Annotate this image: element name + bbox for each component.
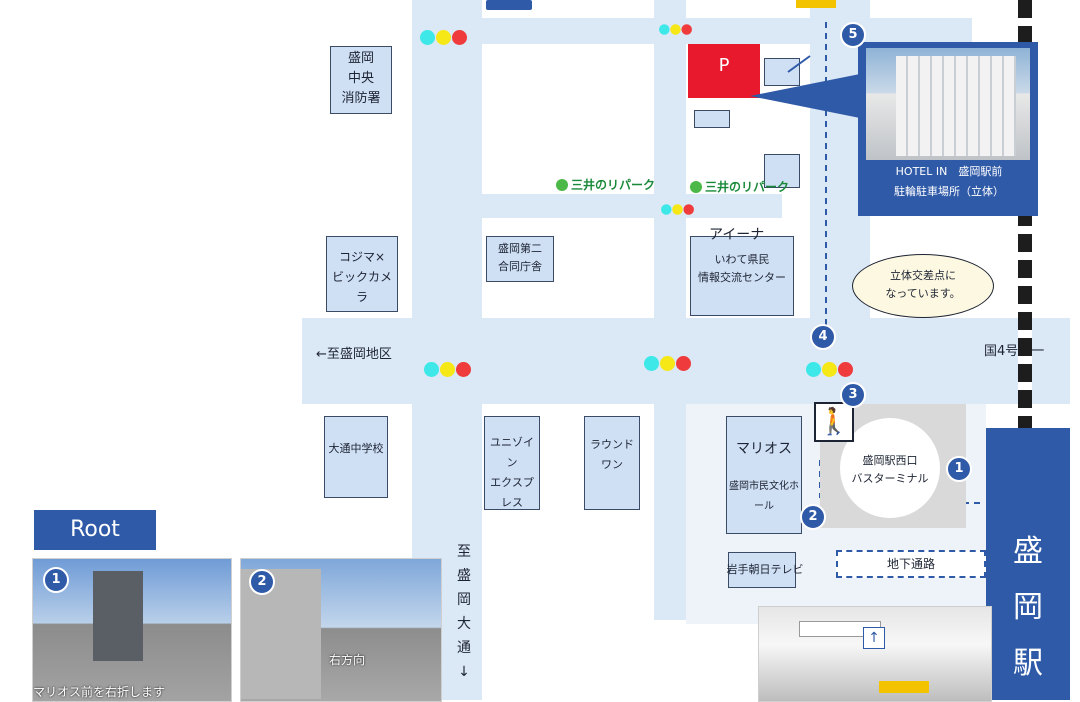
photo-1-marker: 1 <box>43 567 69 593</box>
building-fire-station: 盛岡 中央 消防署 <box>330 46 392 114</box>
repark-2-label: 三井のリパーク <box>705 180 790 194</box>
parking-label: P <box>718 55 730 76</box>
building-round1: ラウンドワン <box>584 416 640 510</box>
repark-2: 三井のリパーク <box>690 178 789 195</box>
marker-2[interactable]: 2 <box>800 504 826 530</box>
building-aina: アイーナ いわて県民 情報交流センター <box>690 227 794 316</box>
traffic-signal <box>661 204 694 215</box>
station-block: 盛 岡 駅 <box>986 428 1070 700</box>
daiichi-label: 大通中学校 <box>328 442 384 455</box>
photo-1-caption: マリオス前を右折します <box>33 685 166 699</box>
underground-label: 地下通路 <box>886 557 935 571</box>
speech-bubble: 立体交差点に なっています。 <box>852 254 994 318</box>
building-iwate-tv: 岩手朝日テレビ <box>727 552 804 588</box>
pedestrian-icon: 🚶 <box>814 402 854 442</box>
office-label: 盛岡第二 合同庁舎 <box>498 242 542 273</box>
kojima-label: コジマ× ビックカメラ <box>331 250 392 304</box>
top-yellow-sign <box>796 0 836 8</box>
traffic-signal <box>420 30 467 45</box>
repark-icon <box>690 180 702 193</box>
photo-building <box>93 571 143 661</box>
photo-3-sign-yellow <box>879 681 929 693</box>
hotel-photo <box>866 48 1030 160</box>
photo-2-marker: 2 <box>249 569 275 595</box>
road-vertical-label: 至盛岡大通↓ <box>457 544 471 680</box>
road-horizontal-top <box>412 18 972 44</box>
route-title: Root <box>34 510 156 550</box>
route-photo-3[interactable]: ↑ <box>758 606 992 702</box>
aina-sub-label: いわて県民 情報交流センター <box>698 253 786 284</box>
hotel-caption: HOTEL IN 盛岡駅前 駐輪駐車場所（立体） <box>894 165 1004 198</box>
marker-5[interactable]: 5 <box>840 22 866 48</box>
repark-1-label: 三井のリパーク <box>571 178 656 192</box>
aina-label: アイーナ <box>709 227 765 243</box>
building-office: 盛岡第二 合同庁舎 <box>486 236 554 282</box>
building-small-2 <box>694 110 730 128</box>
bus-terminal-label: 盛岡駅西口 バスターミナル <box>851 454 929 485</box>
building-small-3 <box>764 154 800 188</box>
bubble-text: 立体交差点に なっています。 <box>885 269 961 300</box>
marker-3[interactable]: 3 <box>840 382 866 408</box>
building-kojima: コジマ× ビックカメラ <box>326 236 398 312</box>
traffic-signal <box>806 362 853 377</box>
station-label: 盛 岡 駅 <box>1013 534 1043 681</box>
building-marios: マリオス 盛岡市民文化ホール <box>726 416 802 534</box>
building-union: ユニゾイン エクスプレス <box>484 416 540 510</box>
photo-3-arrow-icon: ↑ <box>863 627 885 649</box>
road-left-label: ←至盛岡地区 <box>316 347 392 362</box>
fire-station-label: 盛岡 中央 消防署 <box>341 51 381 106</box>
road-horizontal-mid <box>482 194 782 218</box>
top-blue-box <box>486 0 532 10</box>
route-arrow <box>787 55 811 73</box>
traffic-signal <box>659 24 692 35</box>
marios-sub-label: 盛岡市民文化ホール <box>729 481 799 512</box>
marios-label: マリオス <box>736 441 792 457</box>
iwate-tv-label: 岩手朝日テレビ <box>726 563 804 576</box>
route-photo-1[interactable]: 1 マリオス前を右折します <box>32 558 232 702</box>
repark-icon <box>556 178 568 191</box>
photo-2-caption: 右方向 <box>329 653 366 667</box>
callout-pointer <box>750 74 860 118</box>
road-vertical-center <box>654 0 686 620</box>
hotel-building <box>896 56 1016 156</box>
parking-lot: P <box>688 44 760 98</box>
marker-4[interactable]: 4 <box>810 324 836 350</box>
traffic-signal <box>424 362 471 377</box>
bus-terminal-circle <box>840 418 940 518</box>
building-small-1 <box>764 58 800 86</box>
route-title-text: Root <box>70 517 120 542</box>
marker-1[interactable]: 1 <box>946 456 972 482</box>
route-photo-2[interactable]: 2 右方向 <box>240 558 442 702</box>
round1-label: ラウンドワン <box>590 438 634 471</box>
underground-passage: 地下通路 <box>836 550 986 578</box>
hotel-callout: HOTEL IN 盛岡駅前 駐輪駐車場所（立体） <box>858 42 1038 216</box>
traffic-signal <box>644 356 691 371</box>
union-label: ユニゾイン エクスプレス <box>490 436 534 509</box>
building-daiichi: 大通中学校 <box>324 416 388 498</box>
repark-1: 三井のリパーク <box>556 176 655 193</box>
